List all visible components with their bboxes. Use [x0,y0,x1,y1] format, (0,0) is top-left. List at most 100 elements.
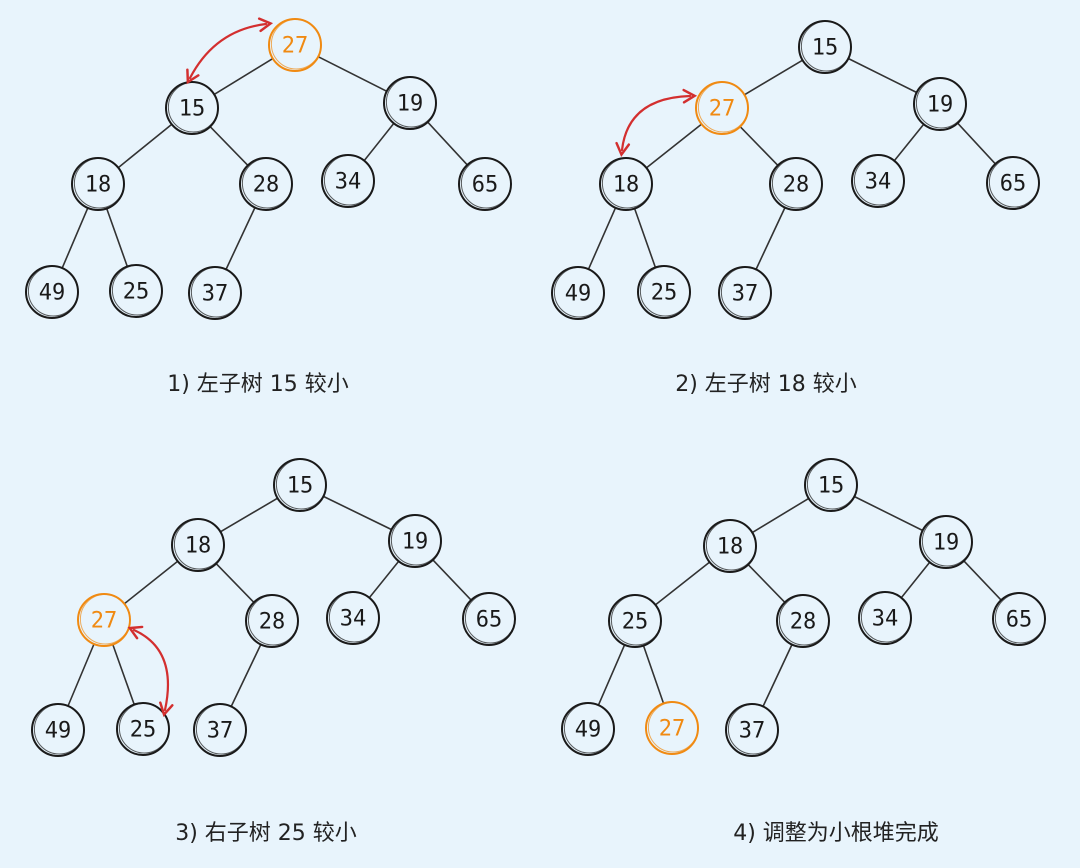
tree-edge [368,560,400,599]
tree-edge [322,495,393,531]
highlighted-node: 27 [268,18,322,72]
tree-edge [219,497,279,533]
node-value: 65 [1000,172,1027,197]
node-value: 25 [130,718,157,743]
node-value: 19 [933,531,960,556]
node-value: 34 [335,170,362,195]
tree-edge [215,562,255,604]
tree-node: 18 [71,157,125,211]
tree-node: 37 [193,703,247,757]
swap-arrow [186,17,274,85]
tree-node: 19 [919,515,973,569]
tree-edge [117,123,173,169]
tree-node: 65 [462,592,516,646]
node-value: 65 [476,608,503,633]
tree-node: 65 [992,592,1046,646]
tree-edge [654,561,711,606]
node-value: 34 [872,607,899,632]
tree-edge [112,643,135,706]
tree-node: 37 [718,266,772,320]
node-value: 15 [812,36,839,61]
tree-node: 15 [798,20,852,74]
tree-edge [209,125,249,167]
tree-node: 19 [383,76,437,130]
tree-edge [633,207,657,269]
tree-node: 28 [776,594,830,648]
tree-node: 25 [608,594,662,648]
node-value: 34 [340,607,367,632]
tree-edge [317,55,388,93]
node-value: 37 [202,282,229,307]
tree-node: 34 [851,154,905,208]
tree-edge [739,125,779,167]
node-value: 49 [39,281,66,306]
node-value: 37 [732,282,759,307]
tree-edge [213,57,274,96]
node-value: 28 [259,610,286,635]
tree-edge [225,206,256,271]
node-value: 65 [472,173,499,198]
node-value: 28 [253,173,280,198]
tree-node: 65 [458,157,512,211]
tree-node: 18 [171,518,225,572]
caption-step-2: 2) 左子树 18 较小 [675,372,857,397]
node-value: 27 [282,34,309,59]
swap-arrow [127,625,174,717]
tree-edge [762,643,793,708]
tree-node: 49 [551,266,605,320]
tree-edge [743,59,804,96]
node-value: 28 [790,610,817,635]
tree-edge [642,644,665,705]
tree-node: 49 [25,265,79,319]
highlighted-node: 27 [77,593,131,647]
tree-edge [645,123,703,169]
node-value: 18 [185,534,212,559]
node-value: 27 [659,717,686,742]
tree-edge [67,643,95,707]
tree-node: 49 [561,702,615,756]
tree-node: 28 [769,157,823,211]
node-value: 65 [1006,608,1033,633]
tree-edge [747,563,786,604]
node-value: 34 [865,170,892,195]
caption-step-1: 1) 左子树 15 较小 [167,372,349,397]
tree-edge [587,207,617,271]
tree-panel-3: 15 18 19 27 28 34 65 49 25 37 [31,458,516,757]
node-value: 27 [91,609,118,634]
node-value: 49 [565,282,592,307]
tree-node: 19 [388,514,442,568]
node-value: 18 [717,535,744,560]
tree-edge [751,497,810,534]
caption-step-4: 4) 调整为小根堆完成 [733,821,939,846]
node-value: 27 [709,97,736,122]
tree-node: 65 [986,156,1040,210]
tree-edge [755,206,786,271]
node-value: 49 [575,718,602,743]
node-value: 15 [287,474,314,499]
tree-node: 25 [637,265,691,319]
tree-edge [893,123,925,162]
tree-node: 25 [109,264,163,318]
tree-edge [847,57,918,94]
tree-edge [432,559,472,601]
tree-node: 37 [188,266,242,320]
tree-edge [956,122,997,165]
node-value: 28 [783,173,810,198]
tree-edge [597,643,626,707]
tree-edge [900,561,931,599]
node-value: 15 [818,474,845,499]
caption-step-3: 3) 右子树 25 较小 [175,821,357,846]
tree-node: 49 [31,703,85,757]
tree-edge [363,122,395,162]
tree-edge [426,121,469,166]
node-value: 19 [402,530,429,555]
tree-node: 28 [239,157,293,211]
highlighted-node: 27 [695,81,749,135]
tree-edge [853,495,924,532]
swap-arrow [615,88,698,158]
tree-node: 18 [703,519,757,573]
node-value: 19 [397,92,424,117]
